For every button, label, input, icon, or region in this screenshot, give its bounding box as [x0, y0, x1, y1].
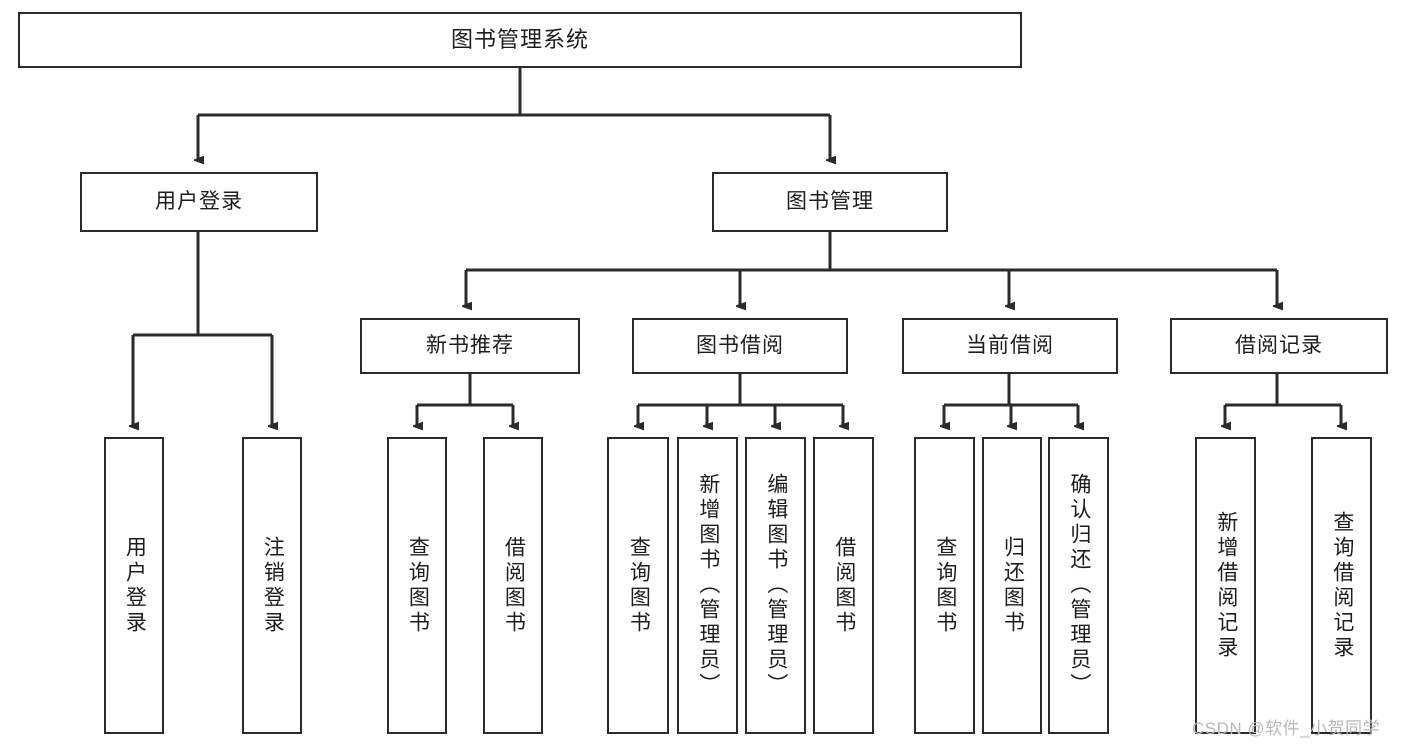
leaf-edit-book-admin[interactable]: 编辑图书（管理员） [745, 437, 806, 734]
node-label: 当前借阅 [966, 333, 1054, 357]
node-label: 借阅图书 [502, 535, 526, 636]
node-label: 查询图书 [933, 535, 957, 636]
node-current-borrowing[interactable]: 当前借阅 [902, 318, 1118, 374]
leaf-query-books-borrow[interactable]: 查询图书 [607, 437, 669, 734]
node-borrow-records[interactable]: 借阅记录 [1170, 318, 1388, 374]
node-label: 用户登录 [155, 189, 243, 213]
leaf-query-books-current[interactable]: 查询图书 [914, 437, 975, 734]
node-label: 新增借阅记录 [1214, 510, 1238, 661]
node-user-login[interactable]: 用户登录 [80, 172, 318, 232]
node-label: 注销登录 [261, 535, 285, 636]
node-label: 查询图书 [627, 535, 651, 636]
node-label: 图书管理系统 [450, 27, 589, 53]
leaf-borrow-books-newbook[interactable]: 借阅图书 [483, 437, 543, 734]
node-label: 图书管理 [786, 189, 874, 213]
node-book-management[interactable]: 图书管理 [712, 172, 948, 232]
leaf-confirm-return-admin[interactable]: 确认归还（管理员） [1048, 437, 1109, 734]
leaf-lend-books[interactable]: 借阅图书 [813, 437, 874, 734]
leaf-logout[interactable]: 注销登录 [242, 437, 302, 734]
node-label: 编辑图书（管理员） [764, 473, 788, 698]
node-book-borrowing[interactable]: 图书借阅 [632, 318, 848, 374]
node-label: 用户登录 [123, 535, 147, 636]
node-label: 查询借阅记录 [1330, 510, 1354, 661]
leaf-add-borrow-record[interactable]: 新增借阅记录 [1195, 437, 1256, 734]
node-new-book-recommendation[interactable]: 新书推荐 [360, 318, 580, 374]
node-label: 新增图书（管理员） [696, 473, 720, 698]
node-label: 借阅图书 [832, 535, 856, 636]
leaf-user-login[interactable]: 用户登录 [104, 437, 164, 734]
node-label: 借阅记录 [1235, 333, 1323, 357]
node-root-book-management-system[interactable]: 图书管理系统 [18, 12, 1022, 68]
leaf-add-book-admin[interactable]: 新增图书（管理员） [677, 437, 738, 734]
csdn-watermark: CSDN @软件_小贺同学 [1192, 719, 1381, 738]
node-label: 查询图书 [406, 535, 430, 636]
node-label: 确认归还（管理员） [1067, 473, 1091, 698]
leaf-query-books-newbook[interactable]: 查询图书 [387, 437, 447, 734]
node-label: 新书推荐 [426, 333, 514, 357]
node-label: 归还图书 [1001, 535, 1025, 636]
leaf-return-books[interactable]: 归还图书 [982, 437, 1042, 734]
leaf-query-borrow-record[interactable]: 查询借阅记录 [1311, 437, 1372, 734]
node-label: 图书借阅 [696, 333, 784, 357]
